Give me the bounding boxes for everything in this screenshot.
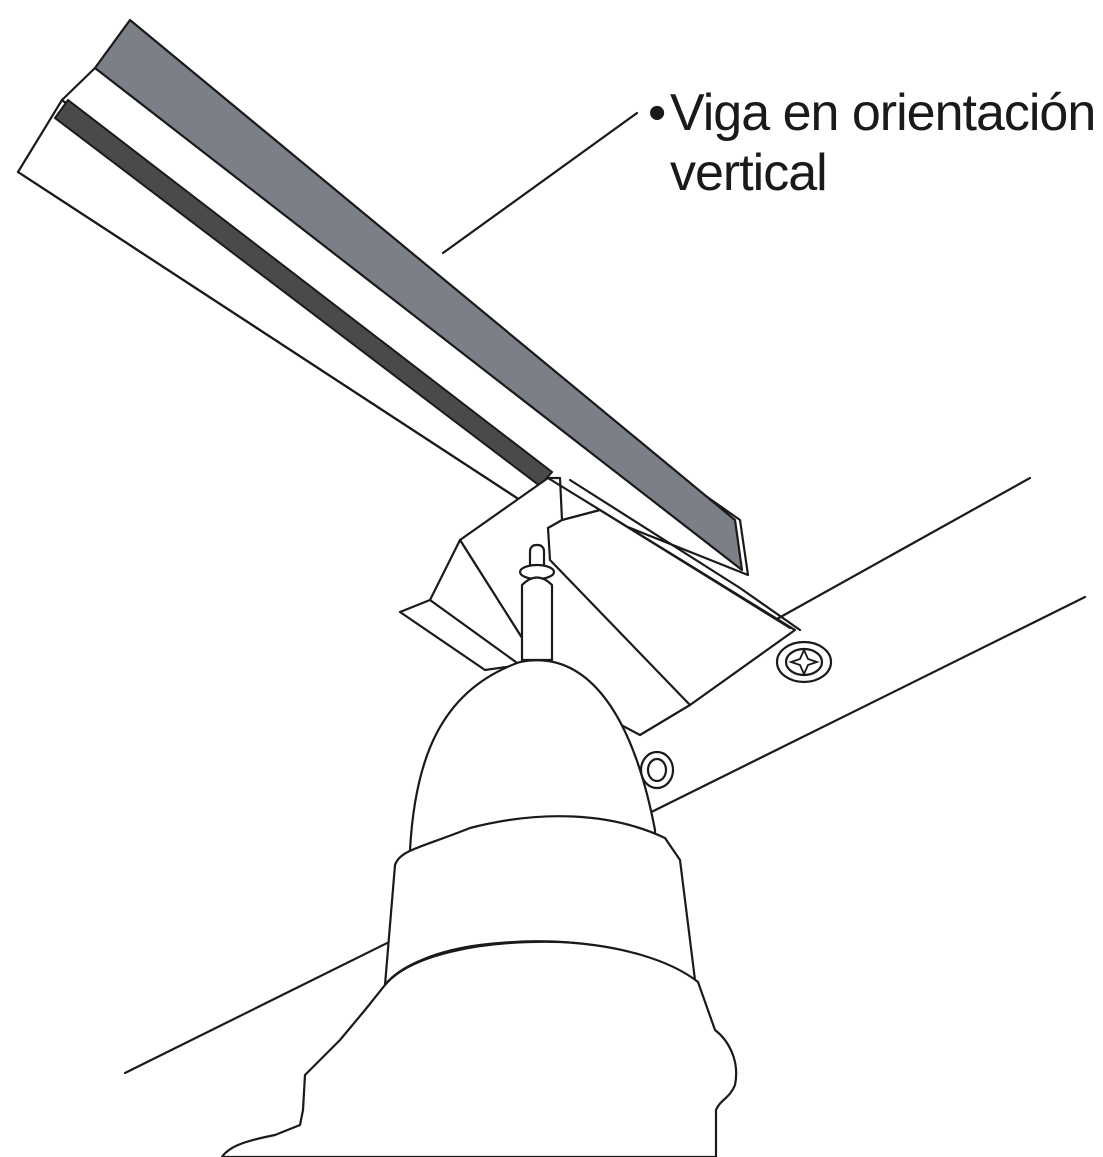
callout-bullet: • xyxy=(648,84,665,142)
power-drill-icon xyxy=(220,543,738,1157)
phillips-screw-icon xyxy=(775,640,833,684)
callout-label: • Viga en orientación vertical xyxy=(648,84,1096,202)
callout-line-1: Viga en orientación xyxy=(670,84,1095,142)
callout-leader-line xyxy=(441,111,639,255)
screw-hole-icon xyxy=(639,750,675,790)
callout-line-2: vertical xyxy=(670,144,827,202)
beam-top-face xyxy=(93,18,744,572)
beam-dark-strip xyxy=(53,98,554,488)
vertical-beam xyxy=(16,18,750,577)
